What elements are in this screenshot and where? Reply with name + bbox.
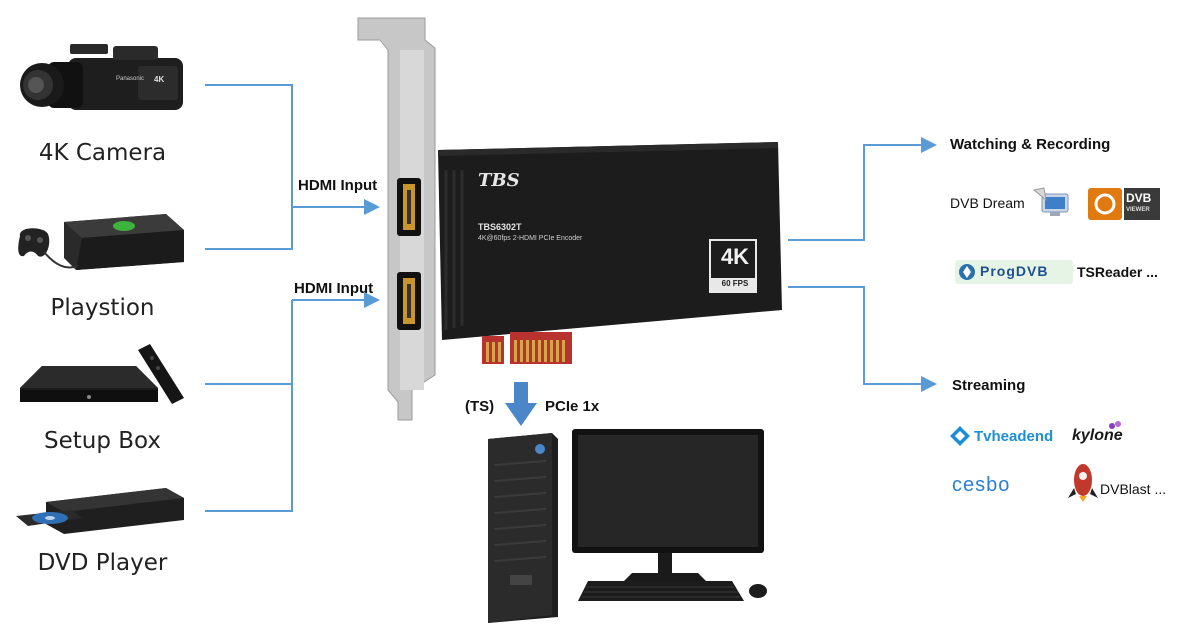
pcie-label: PCIe 1x	[545, 398, 600, 415]
card-description: 4K@60fps 2-HDMI PCIe Encoder	[478, 235, 583, 242]
hdmi-port-icon	[397, 272, 421, 330]
badge-60fps: 60 FPS	[721, 279, 749, 288]
kylone-logo: kylone	[1072, 427, 1123, 444]
svg-text:Panasonic: Panasonic	[116, 76, 144, 82]
progdvb-logo: ProgDVB	[980, 263, 1049, 279]
card-model: TBS6302T	[478, 222, 522, 232]
line-bottom-input	[291, 300, 378, 384]
hdmi-input-label-bottom: HDMI Input	[294, 280, 374, 297]
line-watching	[788, 137, 937, 241]
line-streaming	[788, 286, 937, 392]
tsreader-label: TSReader ...	[1077, 264, 1158, 280]
hdmi-input-label-top: HDMI Input	[298, 177, 378, 194]
line-camera	[205, 84, 293, 250]
setup-box-icon	[20, 344, 184, 404]
computer-icon	[488, 429, 767, 623]
progdvb-logo-icon	[955, 260, 1073, 284]
dvbviewer-logo-icon	[1088, 188, 1160, 220]
device-label-camera: 4K Camera	[38, 140, 167, 166]
badge-4k: 4K	[720, 244, 750, 269]
dvbviewer-logo-bottom: VIEWER	[1126, 207, 1150, 213]
device-label-console: Playstion	[50, 295, 155, 321]
line-setupbox	[205, 383, 293, 512]
dvb-dream-label: DVB Dream	[950, 195, 1025, 211]
tvheadend-logo: Tvheadend	[974, 428, 1054, 445]
dvblast-label: DVBlast ...	[1100, 481, 1167, 497]
kylone-mark-icon	[1109, 421, 1121, 429]
dvb-dream-icon	[1032, 187, 1069, 216]
camera-icon: Panasonic 4K	[20, 44, 183, 110]
cesbo-logo: cesbo	[952, 474, 1011, 496]
ts-label: (TS)	[465, 398, 495, 415]
watching-recording-title: Watching & Recording	[950, 136, 1111, 153]
tbs-logo-icon: TBS	[478, 170, 520, 191]
game-console-icon	[18, 214, 184, 270]
device-label-setupbox: Setup Box	[43, 428, 161, 454]
encoder-card	[357, 17, 782, 421]
hdmi-port-icon	[397, 178, 421, 236]
device-label-dvd: DVD Player	[37, 550, 168, 576]
tvheadend-icon	[950, 426, 970, 446]
dvbviewer-logo-top: DVB	[1126, 191, 1152, 205]
svg-text:4K: 4K	[154, 75, 164, 84]
down-arrow-icon	[505, 382, 537, 426]
dvblast-rocket-icon	[1068, 464, 1098, 502]
dvd-player-icon	[16, 488, 184, 534]
streaming-title: Streaming	[952, 377, 1026, 394]
